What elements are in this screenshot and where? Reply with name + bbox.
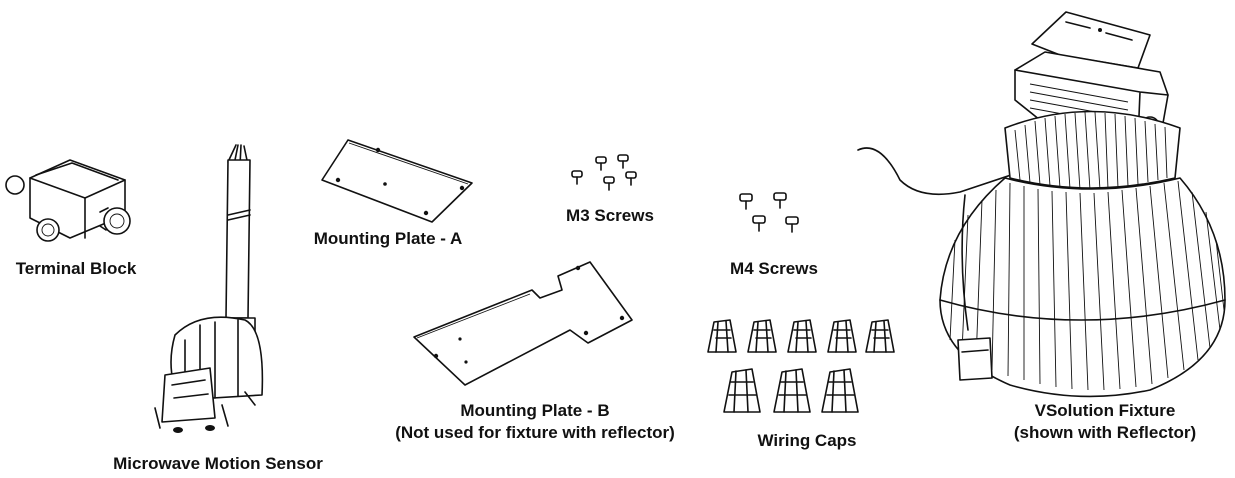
fixture-line1: VSolution Fixture (1034, 401, 1176, 420)
fixture-line2: (shown with Reflector) (1013, 423, 1197, 442)
plate-a-text: Mounting Plate - A (313, 229, 463, 248)
plate-a-illustration (321, 139, 473, 223)
plate-b-line1: Mounting Plate - B (460, 401, 610, 420)
m4-screws-text: M4 Screws (730, 259, 818, 278)
wiring-caps-text: Wiring Caps (757, 431, 857, 450)
label-fixture: VSolution Fixture (shown with Reflector) (990, 400, 1220, 444)
label-plate-b: Mounting Plate - B (Not used for fixture… (360, 400, 710, 444)
terminal-block-text: Terminal Block (15, 259, 137, 278)
label-terminal-block: Terminal Block (0, 258, 152, 280)
plate-b-illustration (413, 261, 633, 386)
label-m3-screws: M3 Screws (550, 205, 670, 227)
m4-screws-illustration (739, 192, 799, 233)
label-m4-screws: M4 Screws (714, 258, 834, 280)
fixture-illustration (857, 11, 1226, 398)
motion-sensor-text: Microwave Motion Sensor (113, 454, 323, 473)
label-wiring-caps: Wiring Caps (740, 430, 874, 452)
m3-screws-text: M3 Screws (566, 206, 654, 225)
label-plate-a: Mounting Plate - A (290, 228, 486, 250)
m3-screws-illustration (571, 154, 637, 191)
terminal-block-illustration (5, 159, 131, 242)
wiring-caps-illustration (707, 319, 895, 413)
label-motion-sensor: Microwave Motion Sensor (60, 453, 376, 475)
motion-sensor-illustration (154, 144, 264, 433)
plate-b-line2: (Not used for fixture with reflector) (395, 423, 675, 442)
